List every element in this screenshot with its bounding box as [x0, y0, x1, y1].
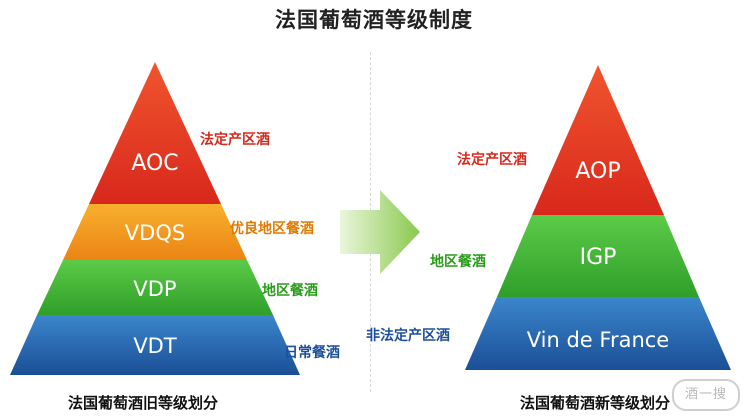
old-system-caption: 法国葡萄酒旧等级划分 [68, 394, 219, 412]
tier-vin-de-france-name: Vin de France [527, 328, 669, 352]
tier-vdt [10, 315, 300, 375]
tier-aop [532, 65, 664, 215]
tier-vdt-name: VDT [133, 334, 177, 358]
tier-aoc-label: 法定产区酒 [200, 131, 270, 148]
tier-vin-de-france [465, 297, 731, 370]
old-pyramid: AOC VDQS VDP VDT 法定产区酒 优良地区餐酒 地区餐酒 日常餐酒 [10, 62, 340, 375]
tier-vdqs-name: VDQS [125, 221, 185, 245]
tier-vdqs-label: 优良地区餐酒 [230, 220, 314, 237]
new-system-caption: 法国葡萄酒新等级划分 [520, 394, 671, 412]
tier-igp [497, 215, 699, 297]
tier-igp-label: 地区餐酒 [430, 253, 486, 270]
watermark-logo-icon: 酒一搜 [672, 379, 740, 411]
tier-aop-name: AOP [575, 159, 620, 184]
tier-aoc [89, 62, 221, 204]
tier-aoc-name: AOC [131, 151, 178, 176]
tier-igp-name: IGP [580, 245, 617, 270]
tier-vin-de-france-label: 非法定产区酒 [366, 327, 450, 344]
tier-aop-label: 法定产区酒 [457, 151, 527, 168]
new-pyramid: AOP IGP Vin de France 法定产区酒 地区餐酒 非法定产区酒 [366, 65, 731, 370]
tier-vdt-label: 日常餐酒 [284, 344, 340, 361]
tier-vdp-label: 地区餐酒 [262, 282, 318, 299]
tier-vdqs [63, 204, 247, 260]
transition-arrow-icon [340, 190, 420, 274]
diagram-title: 法国葡萄酒等级制度 [275, 7, 473, 32]
tier-vdp [37, 260, 273, 315]
tier-vdp-name: VDP [133, 277, 176, 301]
